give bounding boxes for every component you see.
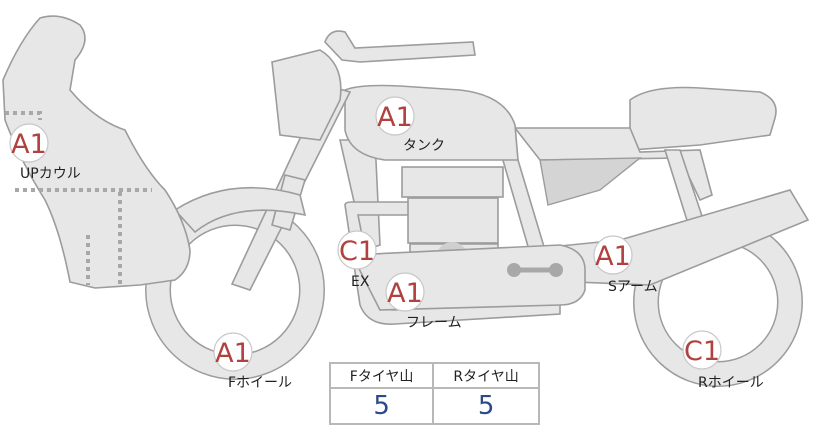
front-fender-shape <box>173 186 307 234</box>
part-label: Sアーム <box>608 279 658 295</box>
grade-text: A1 <box>215 338 251 369</box>
part-exhaust: C1 EX <box>337 230 377 290</box>
grade-text: A1 <box>595 241 631 272</box>
part-label: フレーム <box>406 315 462 331</box>
part-label: Fホイール <box>228 375 292 391</box>
tire-tread-table: Fタイヤ山 Rタイヤ山 5 5 <box>328 362 540 425</box>
part-rear-wheel: C1 Rホイール <box>682 330 764 391</box>
grade-text: C1 <box>684 336 720 367</box>
headlight-shape <box>271 49 342 141</box>
grade-text: C1 <box>339 236 375 267</box>
part-label: タンク <box>403 138 445 154</box>
part-swing-arm: A1 Sアーム <box>593 235 658 295</box>
side-cover-shape <box>539 157 643 206</box>
rear-tire-header: Rタイヤ山 <box>432 362 540 389</box>
part-up-cowl: A1 UPカウル <box>9 123 81 182</box>
handlebar-shape <box>324 30 476 63</box>
grade-text: A1 <box>11 129 47 160</box>
part-label: Rホイール <box>698 375 764 391</box>
part-tank: A1 タンク <box>375 96 445 154</box>
seat-shape <box>629 86 777 151</box>
grade-text: A1 <box>377 102 413 133</box>
engine-shape <box>401 166 504 198</box>
part-label: EX <box>351 274 370 290</box>
rear-tire-value: 5 <box>432 387 540 425</box>
part-label: UPカウル <box>20 166 81 182</box>
front-tire-value: 5 <box>328 387 435 425</box>
front-tire-header: Fタイヤ山 <box>328 362 435 389</box>
part-front-wheel: A1 Fホイール <box>213 332 292 391</box>
part-frame: A1 フレーム <box>385 272 462 331</box>
grade-text: A1 <box>387 278 423 309</box>
